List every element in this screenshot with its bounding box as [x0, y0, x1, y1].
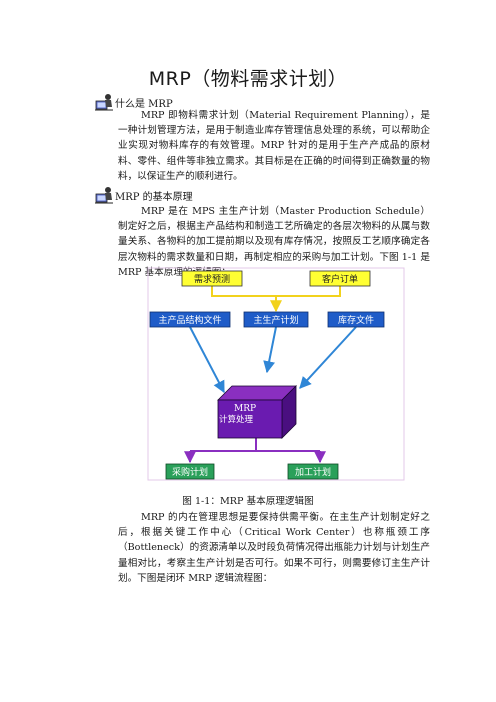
node-purchase-plan: 采购计划 [165, 463, 215, 480]
person-at-computer-icon [95, 187, 113, 204]
node-label: 主生产计划 [253, 314, 298, 326]
diagram-frame [147, 267, 405, 481]
person-at-computer-icon [95, 94, 113, 111]
node-bom-file: 主产品结构文件 [149, 311, 231, 328]
node-label: 采购计划 [172, 466, 208, 478]
connector-demand-to-mps [211, 286, 341, 313]
arrow-bom-to-mrp [189, 326, 225, 394]
node-label: 需求预测 [194, 273, 230, 285]
node-processing-plan: 加工计划 [287, 463, 339, 480]
arrow-mps-to-mrp [263, 326, 277, 374]
node-demand-forecast: 需求预测 [181, 270, 243, 287]
node-mrp-calculation-cube: MRP 计算处理 [217, 385, 297, 439]
section-paragraph: MRP 是在 MPS 主生产计划（Master Production Sched… [118, 206, 430, 278]
section-heading-what-is-mrp: 什么是 MRP [94, 90, 173, 111]
section-heading-mrp-principle: MRP 的基本原理 [94, 183, 193, 204]
node-master-production-schedule: 主生产计划 [243, 311, 309, 328]
node-label: 客户订单 [322, 273, 358, 285]
section-paragraph: MRP 即物料需求计划（Material Requirement Plannin… [118, 110, 430, 182]
node-label: 库存文件 [338, 314, 374, 326]
node-inventory-file: 库存文件 [327, 311, 385, 328]
node-customer-order: 客户订单 [309, 270, 371, 287]
mrp-cube-subtitle: 计算处理 [219, 414, 254, 425]
page-title: MRP（物料需求计划） [148, 68, 348, 90]
arrow-inventory-to-mrp [299, 326, 357, 389]
mrp-cube-title: MRP [234, 404, 256, 414]
closing-paragraph: MRP 的内在管理思想是要保持供需平衡。在主生产计划制定好之后，根据关键工作中心… [118, 512, 430, 584]
node-label: 主产品结构文件 [158, 314, 221, 326]
section-heading-label: MRP 的基本原理 [115, 192, 193, 203]
node-label: 加工计划 [295, 466, 331, 478]
section-heading-label: 什么是 MRP [115, 99, 173, 110]
figure-caption: 图 1-1：MRP 基本原理逻辑图 [182, 496, 314, 507]
connector-mrp-to-plans [184, 438, 326, 464]
